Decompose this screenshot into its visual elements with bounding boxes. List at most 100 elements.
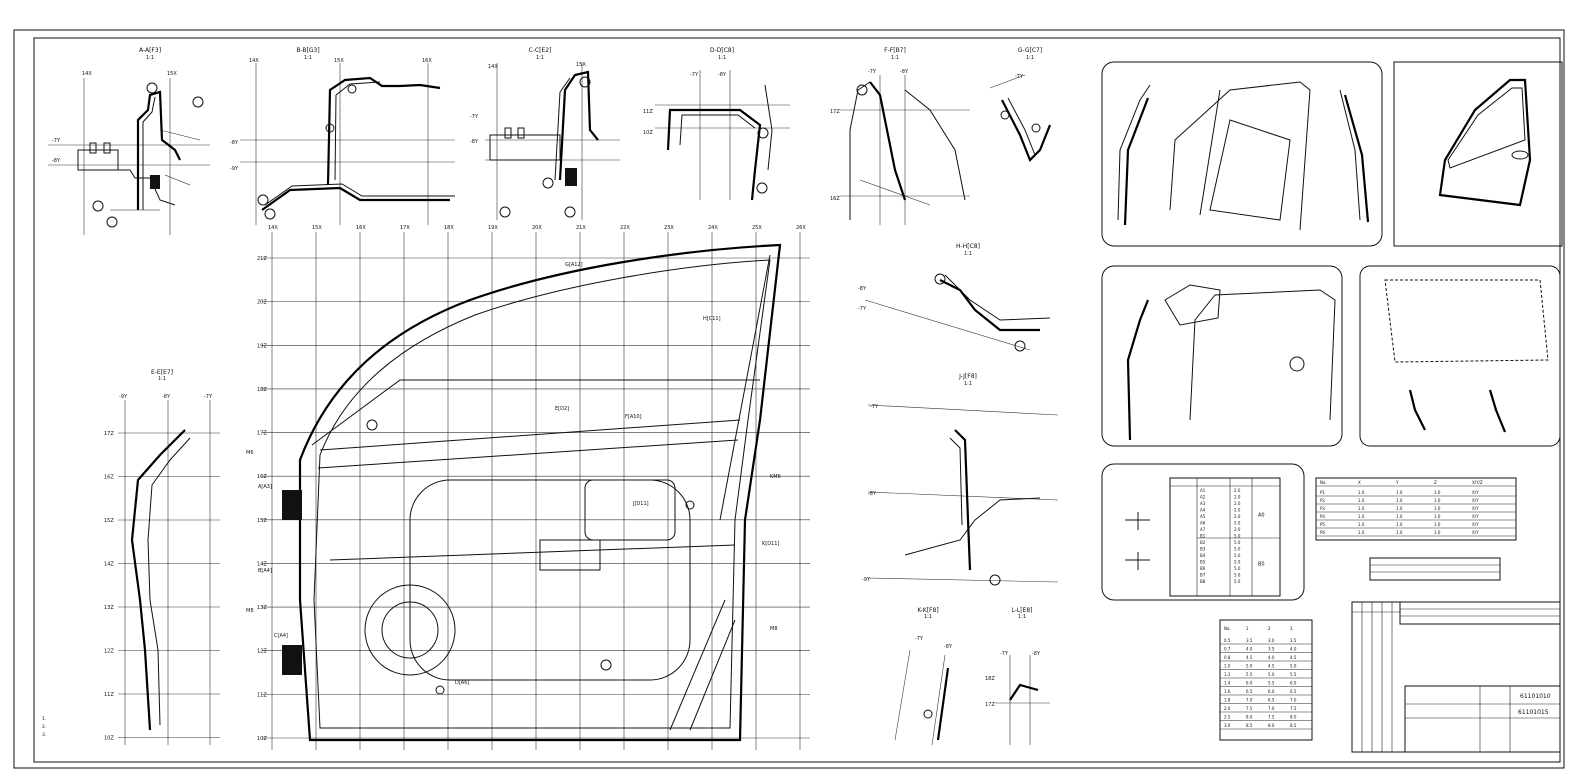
grid-label-x: 26X bbox=[796, 225, 806, 231]
pt-cell: P4 bbox=[1320, 514, 1325, 519]
th-cell: 8.5 bbox=[1246, 723, 1253, 728]
th-cell: 3.5 bbox=[1268, 647, 1275, 652]
pt-cell: X/Y bbox=[1472, 514, 1479, 519]
pt-cell: P5 bbox=[1320, 522, 1325, 527]
pt-cell: P3 bbox=[1320, 506, 1325, 511]
th-cell: 4.5 bbox=[1246, 655, 1253, 660]
hinge-row-value: 5.0 bbox=[1234, 560, 1241, 565]
grid-label: -8Y bbox=[868, 491, 877, 497]
hinge-row-value: 5.0 bbox=[1234, 534, 1241, 539]
pt-cell: 1.0 bbox=[1396, 530, 1403, 535]
th-cell: 5.5 bbox=[1268, 681, 1275, 686]
grid-label: -7Y bbox=[470, 114, 479, 120]
grid-label: 15X bbox=[576, 62, 586, 68]
section-scale: 1:1 bbox=[146, 55, 154, 61]
hinge-group: A0 bbox=[1258, 513, 1265, 519]
section-title: F-F[B7] bbox=[884, 47, 906, 54]
pt-cell: 1.0 bbox=[1434, 490, 1441, 495]
th-cell: 5.5 bbox=[1290, 672, 1297, 677]
pt-cell: 1.0 bbox=[1358, 522, 1365, 527]
grid-label: 14X bbox=[249, 58, 259, 64]
callout-label: J[D11] bbox=[632, 501, 649, 507]
hinge-row-id: A4 bbox=[1200, 508, 1206, 513]
hinge-row-value: 5.0 bbox=[1234, 540, 1241, 545]
hinge-row-id: A3 bbox=[1200, 501, 1206, 506]
hinge-row-value: 2.0 bbox=[1234, 521, 1241, 526]
th-cell: 1.6 bbox=[1224, 689, 1231, 694]
grid-label-y: 15Z bbox=[104, 518, 114, 524]
th-cell: 5.0 bbox=[1290, 664, 1297, 669]
section-scale: 1:1 bbox=[158, 376, 166, 382]
hinge-row-id: A6 bbox=[1200, 521, 1206, 526]
grid-label-x: 22X bbox=[620, 225, 630, 231]
grid-label: -7Y bbox=[868, 69, 877, 75]
grid-label: -8Y bbox=[718, 72, 727, 78]
panel-seal bbox=[1359, 265, 1561, 447]
section-title: A-A[F3] bbox=[139, 47, 161, 54]
section-b-b: B-B[G3] 1:1 14X 15X 16X -8Y -9Y bbox=[230, 47, 455, 225]
notes: 1. 2. 3. bbox=[42, 716, 46, 738]
pt-cell: X/Y bbox=[1472, 490, 1479, 495]
grid-label: 15X bbox=[167, 71, 177, 77]
grid-label-x: -9Y bbox=[119, 394, 128, 400]
pt-cell: X/Y bbox=[1472, 522, 1479, 527]
hinge-row-id: B3 bbox=[1200, 547, 1206, 552]
grid-label: -8Y bbox=[52, 158, 61, 164]
grid-label-y: 17Z bbox=[257, 431, 267, 437]
grid-label-y: 17Z bbox=[104, 431, 114, 437]
section-title: E-E[E7] bbox=[151, 369, 173, 376]
grid-label: -9Y bbox=[862, 577, 871, 583]
pt-cell: 1.0 bbox=[1358, 506, 1365, 511]
pt-cell: P1 bbox=[1320, 490, 1325, 495]
grid-label: 14X bbox=[82, 71, 92, 77]
pt-header: X bbox=[1358, 480, 1361, 485]
grid-label-y: 10Z bbox=[257, 736, 267, 742]
section-scale: 1:1 bbox=[964, 381, 972, 387]
th-header: 1 bbox=[1246, 626, 1249, 631]
pt-cell: 1.0 bbox=[1358, 498, 1365, 503]
hinge-group: B0 bbox=[1258, 562, 1265, 568]
th-cell: 7.0 bbox=[1268, 706, 1275, 711]
grid-label: 14X bbox=[488, 64, 498, 70]
callout-label: D[A6] bbox=[455, 680, 469, 686]
legend-label: M8 bbox=[770, 626, 778, 632]
hinge-row-value: 2.0 bbox=[1234, 508, 1241, 513]
grid-label-x: 21X bbox=[576, 225, 586, 231]
hinge-row-value: 5.0 bbox=[1234, 547, 1241, 552]
grid-label-y: 19Z bbox=[257, 343, 267, 349]
grid-label-x: 24X bbox=[708, 225, 718, 231]
hinge-row-value: 5.0 bbox=[1234, 553, 1241, 558]
th-cell: 7.0 bbox=[1290, 698, 1297, 703]
pt-cell: 1.0 bbox=[1358, 490, 1365, 495]
section-scale: 1:1 bbox=[964, 251, 972, 257]
small-table bbox=[1369, 557, 1501, 581]
callout-label: K[D11] bbox=[762, 541, 779, 547]
grid-label: 11Z bbox=[643, 109, 653, 115]
th-cell: 5.0 bbox=[1268, 672, 1275, 677]
grid-label: 17Z bbox=[830, 109, 840, 115]
grid-label: -7Y bbox=[870, 404, 879, 410]
hinge-row-value: 2.0 bbox=[1234, 514, 1241, 519]
pt-cell: 1.0 bbox=[1434, 530, 1441, 535]
hinge-row-value: 2.0 bbox=[1234, 501, 1241, 506]
grid-label-x: 15X bbox=[312, 225, 322, 231]
th-cell: 4.0 bbox=[1290, 647, 1297, 652]
grid-label: 16X bbox=[422, 58, 432, 64]
section-f-f: F-F[B7] 1:1 -7Y -8Y 17Z 16Z bbox=[830, 47, 970, 225]
grid-label: -7Y bbox=[915, 636, 924, 642]
pt-header: Z bbox=[1434, 480, 1437, 485]
section-title: C-C[E2] bbox=[529, 47, 552, 54]
th-cell: 8.0 bbox=[1290, 715, 1297, 720]
grid-label-y: 12Z bbox=[257, 649, 267, 655]
section-scale: 1:1 bbox=[718, 55, 726, 61]
section-scale: 1:1 bbox=[891, 55, 899, 61]
section-j-j: J-J[F8] 1:1 -7Y -8Y -9Y bbox=[862, 373, 1059, 586]
pt-cell: 1.0 bbox=[1396, 498, 1403, 503]
section-scale: 1:1 bbox=[924, 614, 932, 620]
panel-mirror bbox=[1101, 265, 1343, 447]
th-cell: 5.0 bbox=[1246, 664, 1253, 669]
grid-label: -7Y bbox=[690, 72, 699, 78]
pt-cell: 1.0 bbox=[1434, 522, 1441, 527]
section-scale: 1:1 bbox=[304, 55, 312, 61]
